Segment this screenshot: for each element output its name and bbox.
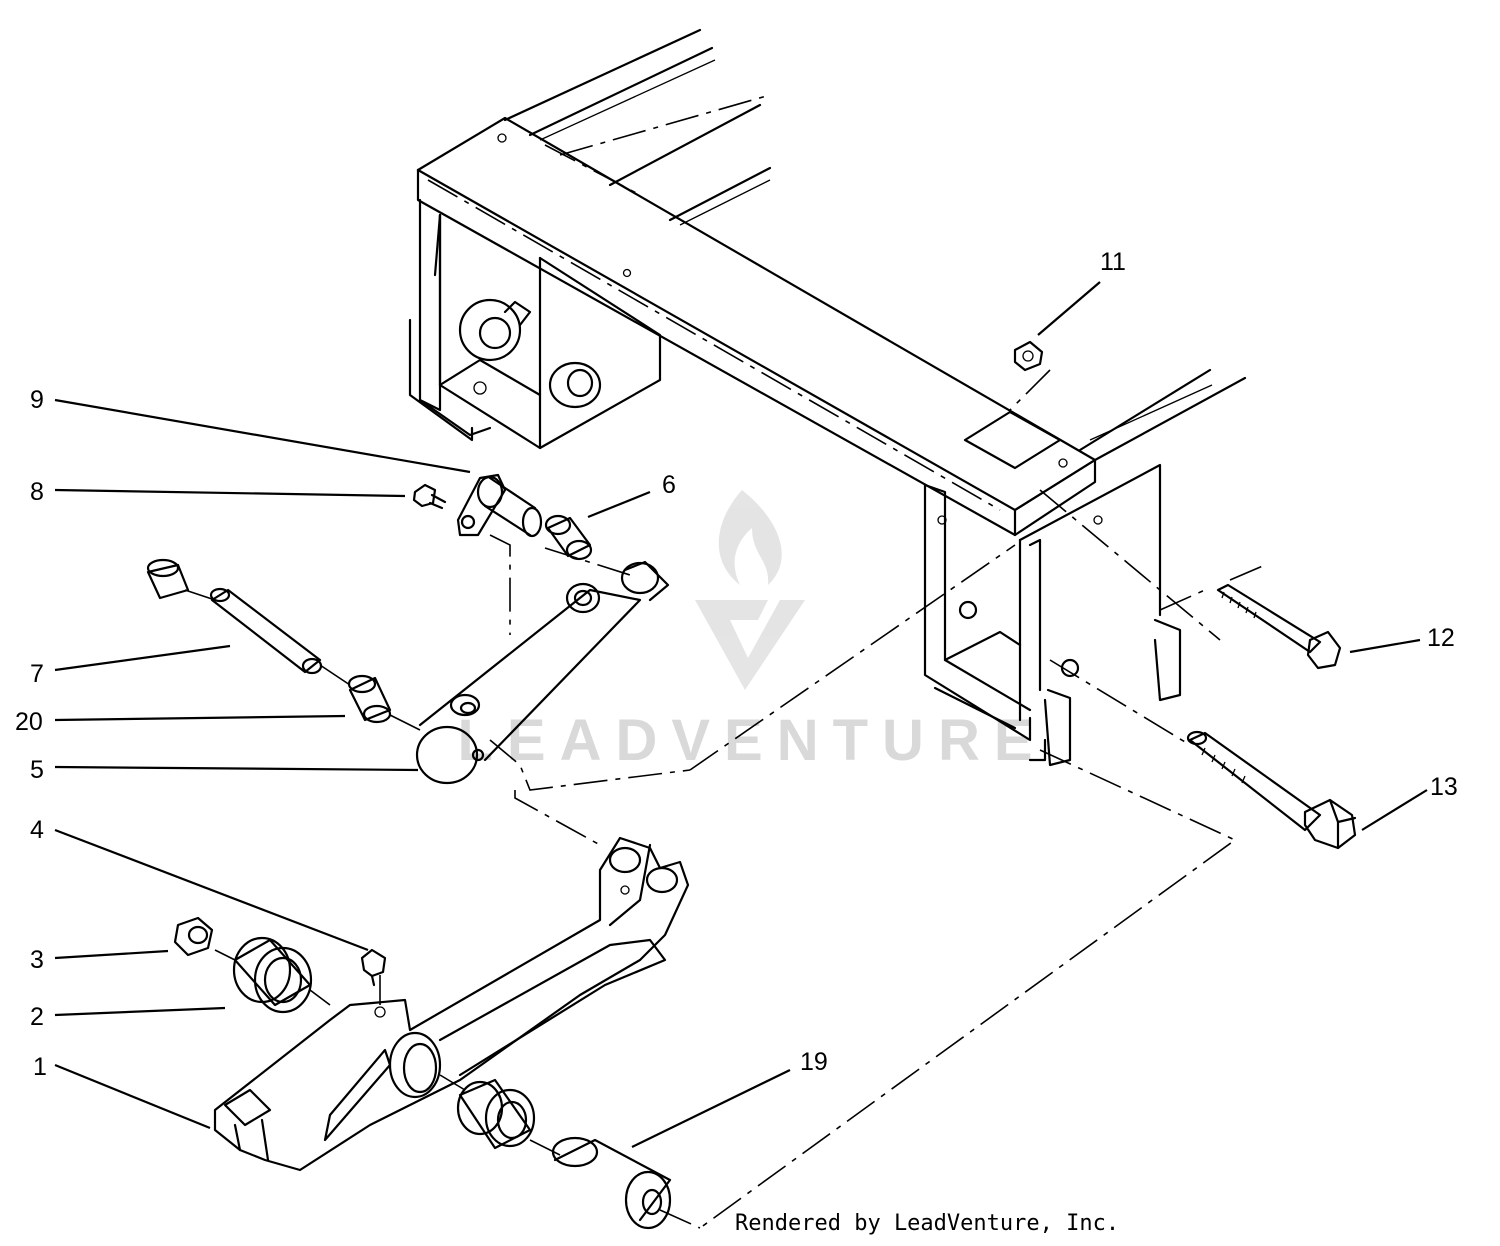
callout-2: 2: [30, 1003, 44, 1031]
leader-12: [1349, 638, 1421, 654]
part-8-screw: [412, 483, 447, 510]
leader-4: [54, 828, 369, 952]
leader-1: [54, 1063, 211, 1130]
part-3-nut: [173, 916, 214, 957]
callout-5: 5: [30, 756, 44, 784]
part-bushing-near-arm: [456, 1078, 536, 1150]
leader-5: [54, 765, 419, 772]
leader-20: [54, 714, 346, 722]
callout-12: 12: [1427, 624, 1455, 652]
callout-9: 9: [30, 386, 44, 414]
leader-6: [587, 490, 651, 519]
callout-7: 7: [30, 660, 44, 688]
part-13-bolt: [1186, 730, 1357, 850]
callout-20: 20: [15, 708, 43, 736]
leader-3: [54, 949, 169, 960]
part-6-bushing: [544, 514, 593, 561]
leader-9: [54, 398, 471, 474]
leader-13: [1361, 789, 1428, 831]
assembly-lines: [184, 94, 1266, 1229]
watermark-logo: [695, 490, 805, 690]
watermark-text: LEADVENTURE: [457, 708, 1046, 773]
part-4-fitting: [360, 948, 387, 987]
frame-assembly: [408, 28, 1247, 767]
part-9-pin-plate: [456, 473, 543, 538]
callout-3: 3: [30, 946, 44, 974]
callout-6: 6: [662, 471, 676, 499]
callout-11: 11: [1100, 248, 1126, 276]
callout-8: 8: [30, 478, 44, 506]
part-7-tube: [146, 558, 323, 675]
callout-19: 19: [800, 1048, 828, 1076]
rendered-by-credit: Rendered by LeadVenture, Inc.: [735, 1211, 1119, 1236]
part-19-spacer: [551, 1136, 672, 1230]
callout-labels: 9 8 6 7 20 5 4 3 2 1 11 12 13 19: [15, 248, 1458, 1081]
leader-2: [54, 1006, 226, 1017]
leader-lines: [54, 281, 1428, 1148]
part-1-arm: [213, 836, 690, 1172]
part-11-nut: [1013, 340, 1044, 372]
leader-7: [54, 644, 231, 672]
leader-8: [54, 488, 406, 498]
callout-4: 4: [30, 816, 44, 844]
part-2-bushing: [232, 936, 313, 1014]
leader-11: [1037, 281, 1101, 336]
leader-19: [631, 1069, 791, 1148]
part-12-bolt: [1216, 583, 1342, 670]
part-20-bushing: [347, 674, 392, 724]
part-5-cylinder: [415, 560, 670, 785]
callout-1: 1: [33, 1053, 47, 1081]
callout-13: 13: [1430, 773, 1458, 801]
